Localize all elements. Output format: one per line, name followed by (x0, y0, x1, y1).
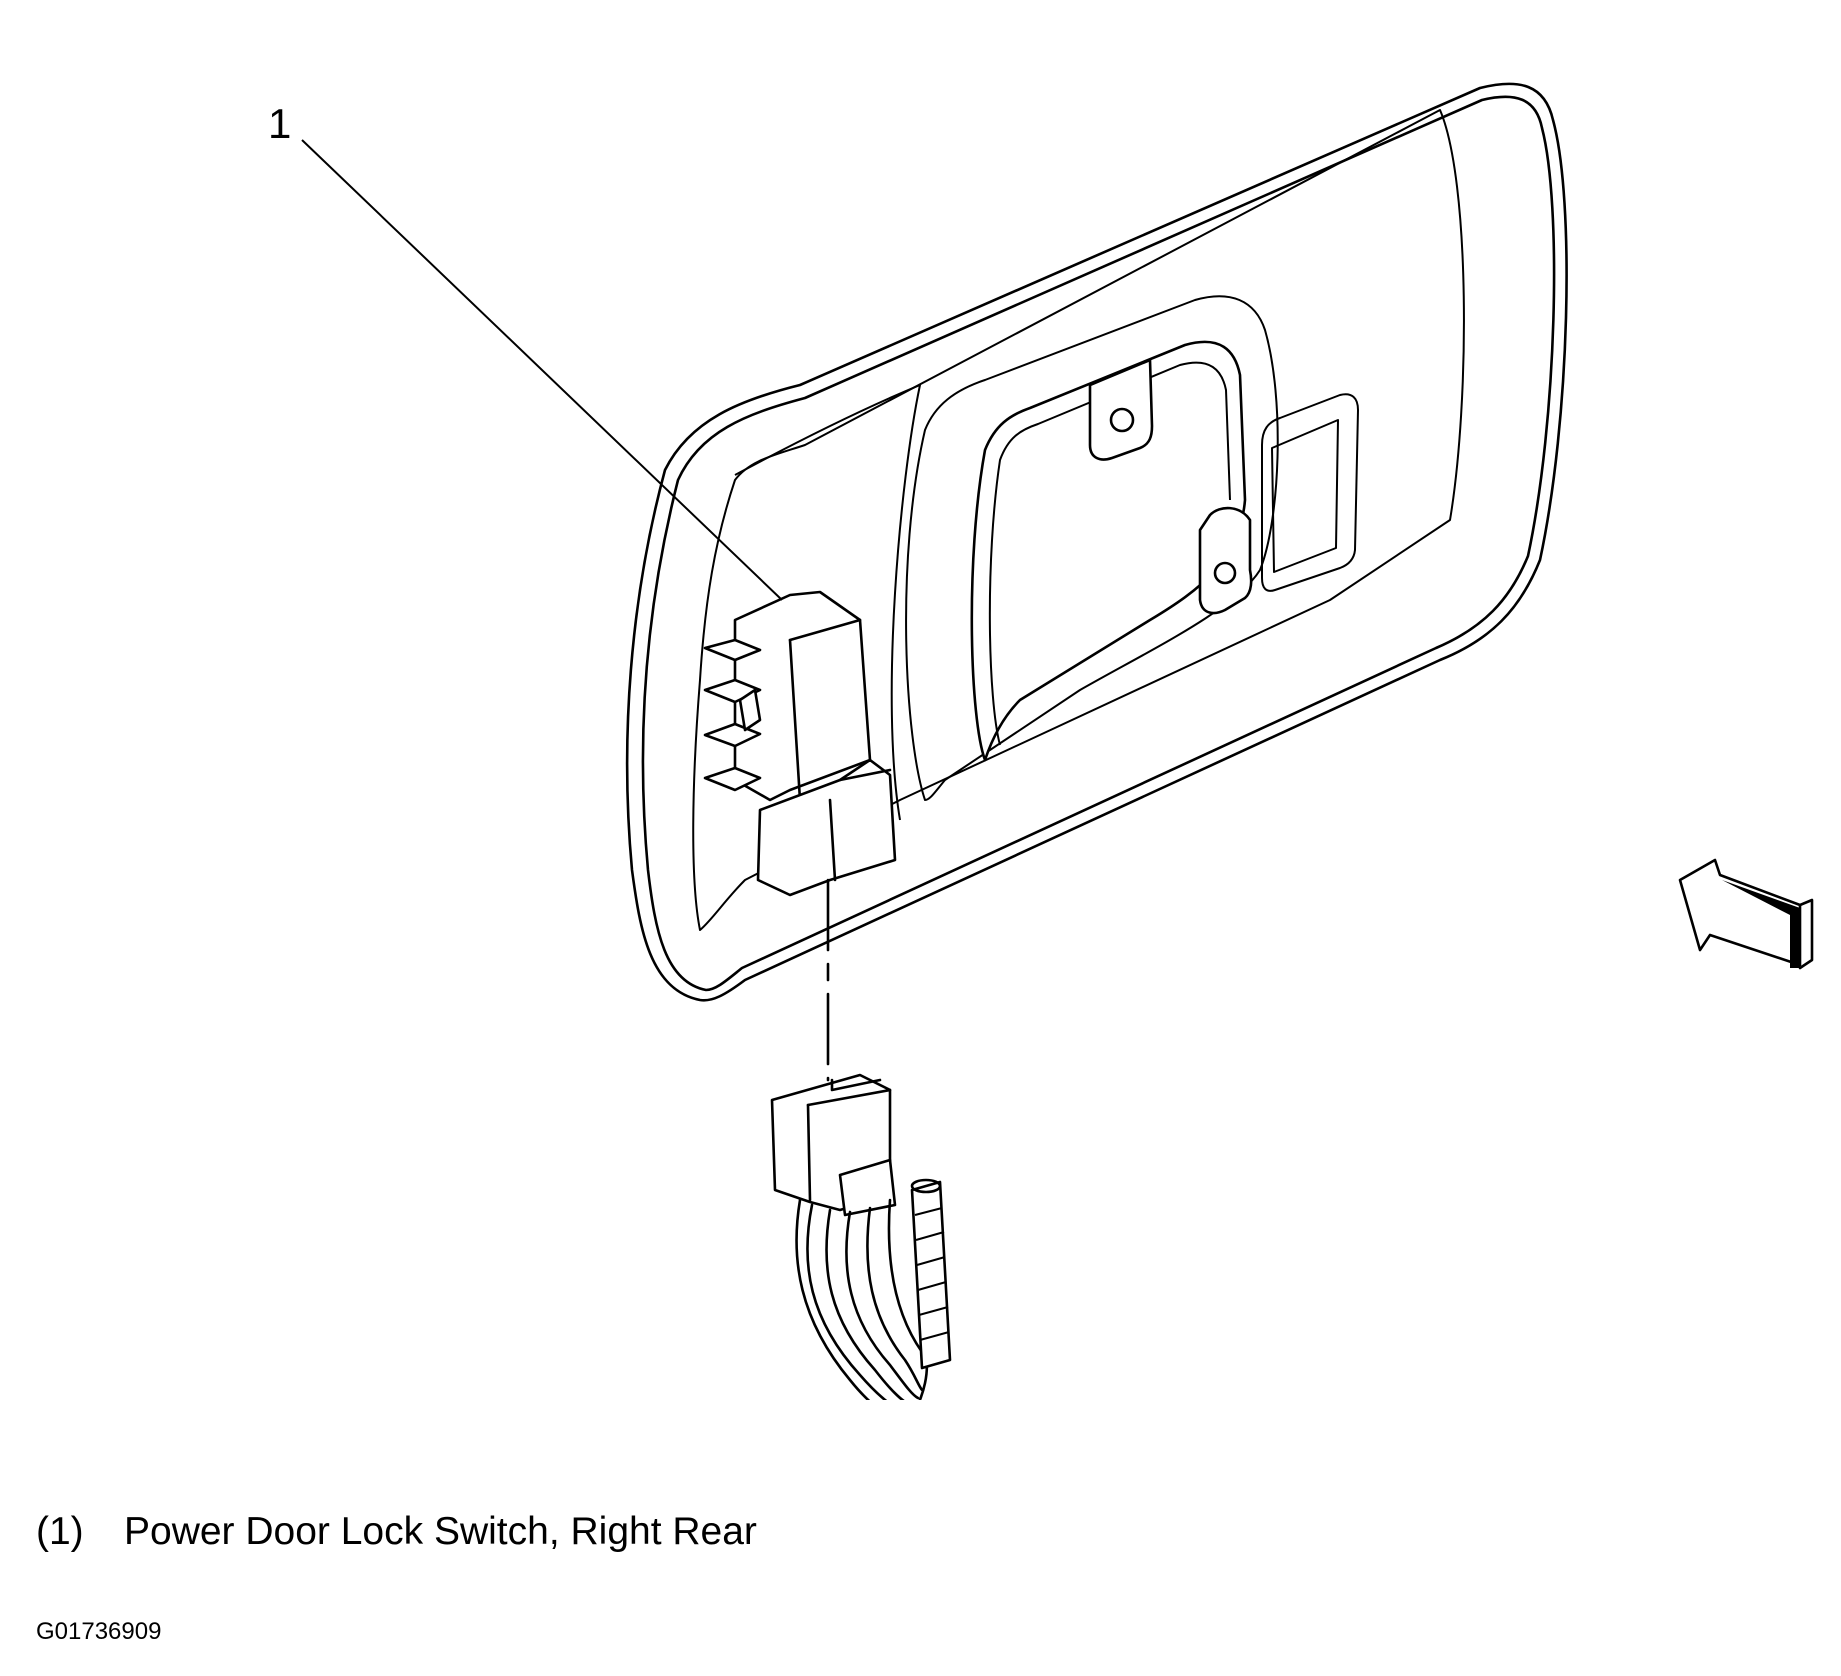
callout-number: 1 (268, 100, 292, 147)
lock-switch-icon (703, 590, 897, 897)
legend-item: (1) Power Door Lock Switch, Right Rear (36, 1510, 757, 1554)
view-direction-arrow-icon (1678, 858, 1814, 970)
callout-leader-line (301, 139, 783, 601)
figure-id: G01736909 (36, 1618, 162, 1645)
legend-number: (1) (36, 1510, 84, 1553)
exploded-view-diagram (301, 82, 1814, 1400)
legend-text: Power Door Lock Switch, Right Rear (124, 1510, 757, 1553)
door-handle-bezel-icon (625, 82, 1568, 1002)
wiring-connector-icon (770, 1073, 952, 1400)
